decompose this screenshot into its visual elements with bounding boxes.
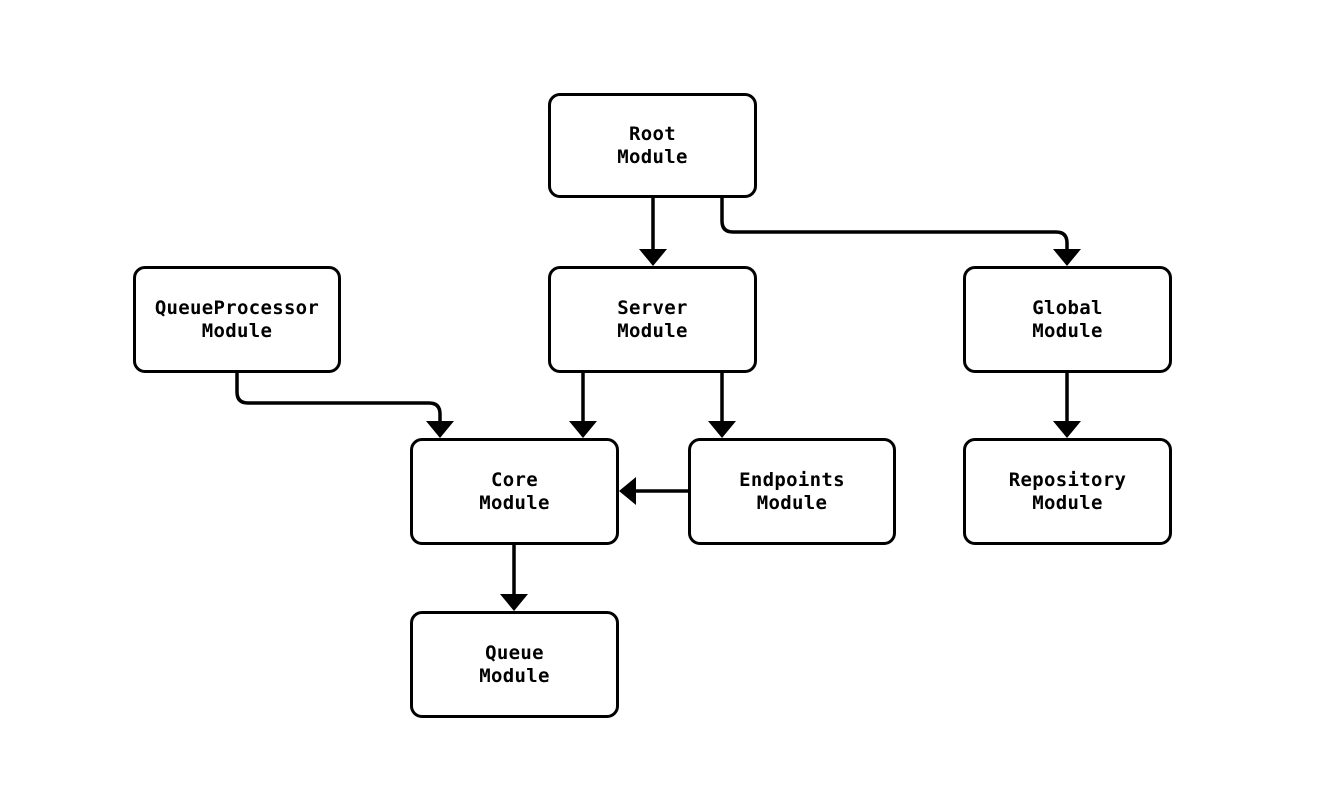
edge-core-module-to-queue-module-arrowhead-icon bbox=[500, 594, 528, 611]
node-core-module: Core Module bbox=[410, 438, 619, 545]
node-server-module-label: Server Module bbox=[617, 296, 688, 342]
node-endpoints-module-label: Endpoints Module bbox=[739, 468, 845, 514]
node-root-module-label: Root Module bbox=[617, 122, 688, 168]
edge-queueprocessor-module-to-core-module-arrowhead-icon bbox=[426, 421, 454, 438]
node-queue-module-label: Queue Module bbox=[479, 641, 550, 687]
node-server-module: Server Module bbox=[548, 266, 757, 373]
edge-root-module-to-server-module-arrowhead-icon bbox=[639, 249, 667, 266]
node-repository-module: Repository Module bbox=[963, 438, 1172, 545]
edge-endpoints-module-to-core-module-arrowhead-icon bbox=[619, 477, 636, 505]
edge-global-module-to-repository-module-arrowhead-icon bbox=[1053, 421, 1081, 438]
node-endpoints-module: Endpoints Module bbox=[688, 438, 896, 545]
node-core-module-label: Core Module bbox=[479, 468, 550, 514]
edge-queueprocessor-module-to-core-module bbox=[235, 373, 442, 424]
node-queueprocessor-module-label: QueueProcessor Module bbox=[154, 296, 320, 342]
node-queue-module: Queue Module bbox=[410, 611, 619, 718]
node-global-module: Global Module bbox=[963, 266, 1172, 373]
node-repository-module-label: Repository Module bbox=[1008, 468, 1127, 514]
edge-server-module-to-endpoints-module-arrowhead-icon bbox=[708, 421, 736, 438]
node-root-module: Root Module bbox=[548, 93, 757, 198]
edge-server-module-to-core-module-arrowhead-icon bbox=[569, 421, 597, 438]
edge-root-module-to-global-module-arrowhead-icon bbox=[1053, 249, 1081, 266]
edge-root-module-to-global-module bbox=[720, 198, 1069, 252]
node-global-module-label: Global Module bbox=[1032, 296, 1103, 342]
node-queueprocessor-module: QueueProcessor Module bbox=[133, 266, 341, 373]
